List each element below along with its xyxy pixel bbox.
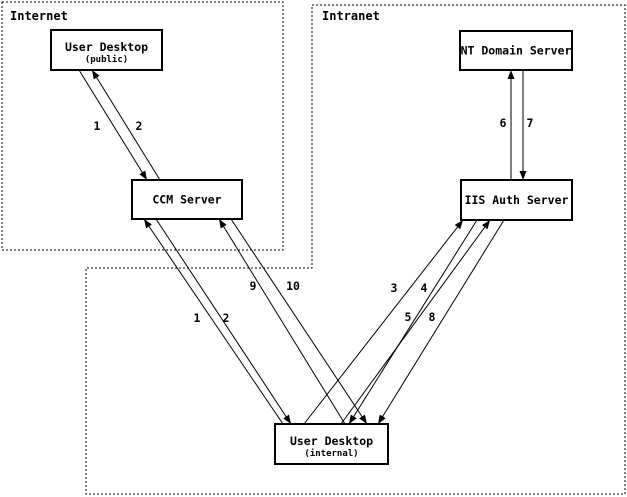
zone-intranet-border: [85, 4, 626, 495]
node-user-desktop-public: User Desktop(public): [50, 29, 163, 71]
edge-step-label: 5: [405, 310, 412, 324]
edge-6-iis-auth-server-to-nt-domain-server: 6: [500, 70, 515, 180]
node-user-desktop-internal: User Desktop(internal): [274, 423, 389, 465]
node-user-desktop-internal-label: User Desktop: [290, 434, 373, 448]
edge-9-user-desktop-internal-to-ccm-server: 9: [218, 218, 346, 425]
edge-arrow-line: [377, 219, 505, 425]
node-ccm-server-box: [131, 179, 243, 220]
zone-intranet: Intranet: [85, 4, 626, 495]
node-iis-auth-server-box: [460, 179, 573, 221]
edge-step-label: 1: [194, 311, 201, 325]
edge-5-user-desktop-internal-to-iis-auth-server: 5: [340, 219, 491, 425]
zone-internet-label: Internet: [10, 9, 68, 23]
node-user-desktop-public-sublabel: (public): [85, 54, 128, 65]
edge-arrow-line: [303, 219, 464, 425]
edge-step-label: 3: [391, 281, 398, 295]
node-iis-auth-server: IIS Auth Server: [460, 179, 573, 221]
edge-2-ccm-server-to-user-desktop-internal: 2: [155, 218, 292, 425]
node-user-desktop-internal-sublabel: (internal): [304, 448, 358, 459]
node-user-desktop-public-label: User Desktop: [65, 40, 148, 54]
edge-arrow-line: [155, 218, 292, 425]
zone-intranet-label: Intranet: [322, 9, 380, 23]
edge-arrow-line: [340, 219, 491, 425]
edge-10-ccm-server-to-user-desktop-internal: 10: [230, 218, 368, 425]
edge-arrow-line: [230, 218, 368, 425]
edge-arrow-line: [218, 218, 346, 425]
edge-arrow-line: [348, 219, 478, 425]
edge-7-nt-domain-server-to-iis-auth-server: 7: [519, 70, 534, 180]
edge-2-ccm-server-to-user-desktop-public: 2: [91, 69, 161, 181]
zone-internet: Internet: [1, 1, 284, 251]
edge-arrow-line: [143, 218, 284, 425]
node-iis-auth-server-label: IIS Auth Server: [465, 193, 569, 207]
edge-3-user-desktop-internal-to-iis-auth-server: 3: [303, 219, 464, 425]
edge-step-label: 7: [527, 116, 534, 130]
node-nt-domain-server: NT Domain Server: [459, 30, 573, 71]
node-ccm-server: CCM Server: [131, 179, 243, 220]
node-user-desktop-internal-box: [274, 423, 389, 465]
edge-step-label: 2: [223, 311, 230, 325]
node-user-desktop-public-box: [50, 29, 163, 71]
edge-step-label: 9: [250, 279, 257, 293]
node-nt-domain-server-box: [459, 30, 573, 71]
edge-step-label: 10: [286, 279, 300, 293]
edge-step-label: 8: [429, 310, 436, 324]
edge-1-user-desktop-public-to-ccm-server: 1: [78, 69, 148, 181]
edge-4-iis-auth-server-to-user-desktop-internal: 4: [348, 219, 478, 425]
edge-step-label: 2: [136, 119, 143, 133]
edge-step-label: 4: [421, 281, 428, 295]
edge-step-label: 6: [500, 116, 507, 130]
node-ccm-server-label: CCM Server: [152, 193, 221, 207]
edge-arrow-line: [78, 69, 148, 181]
edge-1-user-desktop-internal-to-ccm-server: 1: [143, 218, 284, 425]
edge-arrow-line: [91, 69, 161, 181]
node-nt-domain-server-label: NT Domain Server: [461, 44, 572, 58]
edge-8-iis-auth-server-to-user-desktop-internal: 8: [377, 219, 505, 425]
edge-step-label: 1: [94, 119, 101, 133]
zone-internet-border: [1, 1, 284, 251]
